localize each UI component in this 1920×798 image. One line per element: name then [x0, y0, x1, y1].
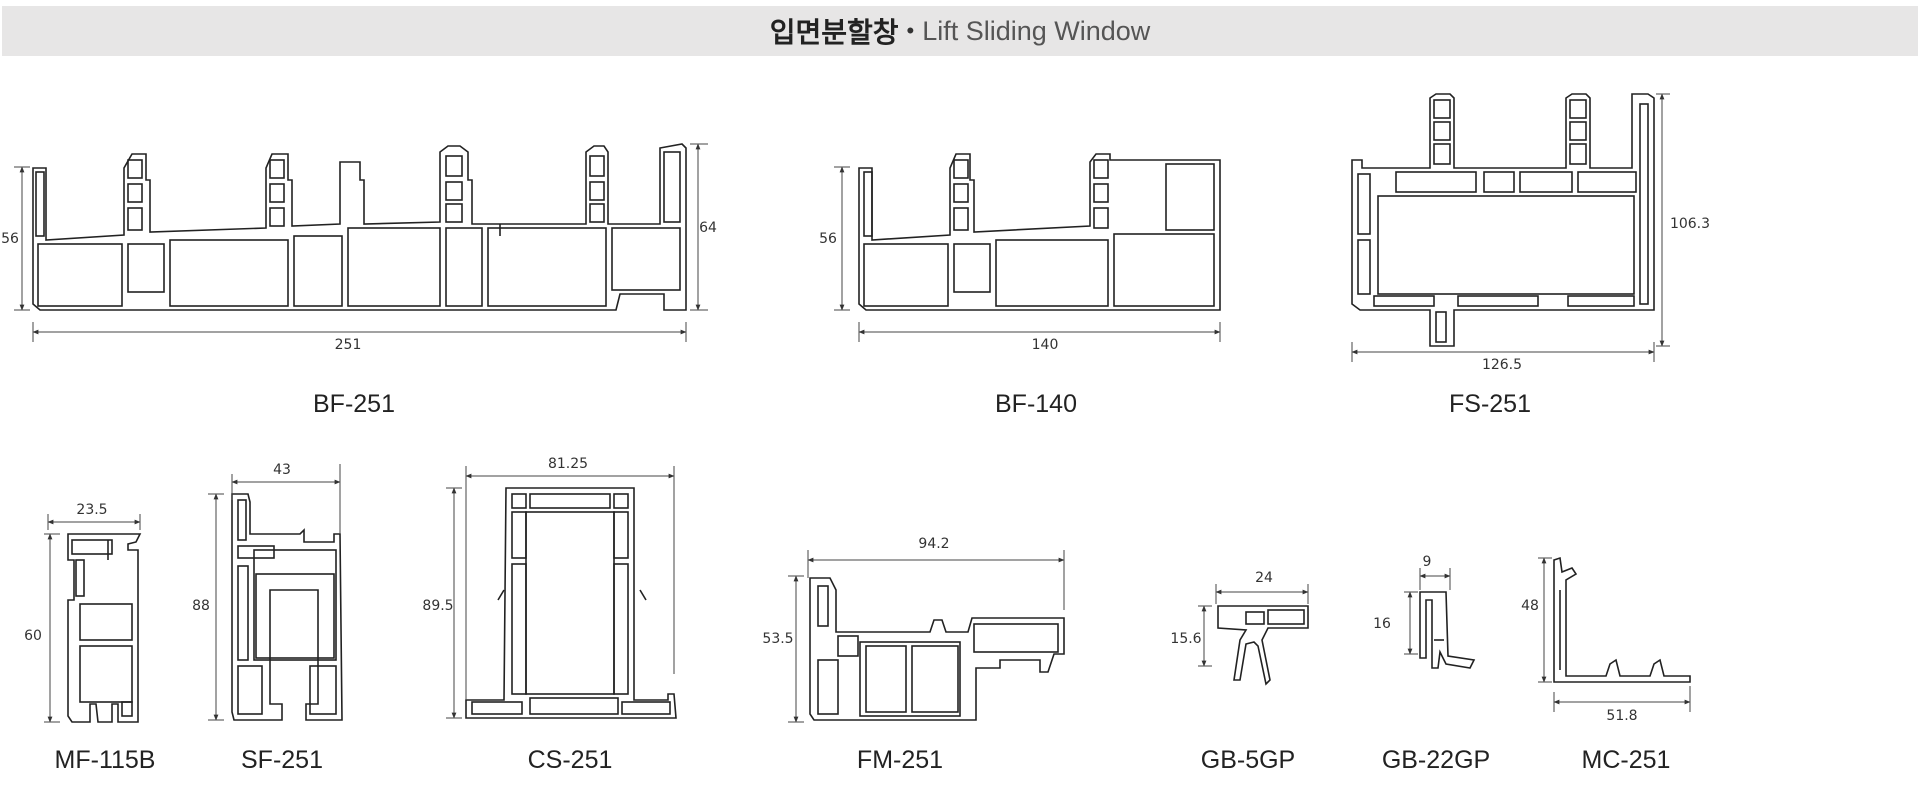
mf115b-width-dim: 23.5: [76, 502, 107, 518]
profile-mf115b-drawing: [67, 533, 142, 723]
gb5gp-height-dim: 15.6: [1170, 631, 1201, 647]
profile-bf140-drawing: [858, 153, 1221, 311]
gb22gp-width-dim: 9: [1423, 554, 1432, 570]
bf251-width-dim: 251: [335, 337, 362, 353]
gb22gp-height-dim: 16: [1373, 616, 1391, 632]
header-title-korean: 입면분할창: [769, 16, 899, 49]
fs251-height-dim: 106.3: [1670, 216, 1710, 232]
bf251-height-dim: 56: [1, 231, 19, 247]
profile-name-sf251: SF-251: [241, 746, 323, 774]
profile-name-mc251: MC-251: [1581, 746, 1671, 774]
mc251-height-dim: 48: [1521, 598, 1539, 614]
profile-name-fm251: FM-251: [856, 746, 944, 774]
gb5gp-width-dim: 24: [1255, 570, 1273, 586]
profile-fs251-drawing: [1351, 93, 1655, 347]
sf251-width-dim: 43: [273, 462, 291, 478]
mc251-width-dim: 51.8: [1606, 708, 1637, 724]
bf140-height-dim: 56: [819, 231, 837, 247]
profile-cs251-drawing: [465, 487, 677, 719]
header-bullet: •: [906, 18, 915, 43]
mf115b-height-dim: 60: [24, 628, 42, 644]
profile-mc251-drawing: [1553, 556, 1691, 683]
cs251-width-dim: 81.25: [548, 456, 588, 472]
fm251-width-dim: 94.2: [918, 536, 949, 552]
profile-name-mf115b: MF-115B: [54, 746, 156, 774]
fm251-height-dim: 53.5: [762, 631, 793, 647]
cs251-height-dim: 89.5: [422, 598, 453, 614]
profile-bf251-drawing: [32, 143, 687, 311]
profile-gb5gp-drawing: [1217, 605, 1309, 686]
page-header: 입면분할창 • Lift Sliding Window: [2, 6, 1918, 56]
fs251-width-dim: 126.5: [1482, 357, 1522, 373]
bf140-width-dim: 140: [1032, 337, 1059, 353]
profile-name-cs251: CS-251: [527, 746, 613, 774]
profile-gb22gp-drawing: [1419, 591, 1476, 669]
profile-sf251-drawing: [231, 493, 343, 721]
sf251-height-dim: 88: [192, 598, 210, 614]
profile-fm251-drawing: [809, 577, 1065, 721]
header-title-english: Lift Sliding Window: [922, 15, 1151, 46]
profile-name-gb22gp: GB-22GP: [1381, 746, 1491, 774]
profile-name-fs251: FS-251: [1449, 390, 1531, 418]
profile-name-bf140: BF-140: [995, 390, 1077, 418]
bf251-height2-dim: 64: [699, 220, 717, 236]
profile-name-bf251: BF-251: [313, 390, 395, 418]
profile-name-gb5gp: GB-5GP: [1200, 746, 1296, 774]
